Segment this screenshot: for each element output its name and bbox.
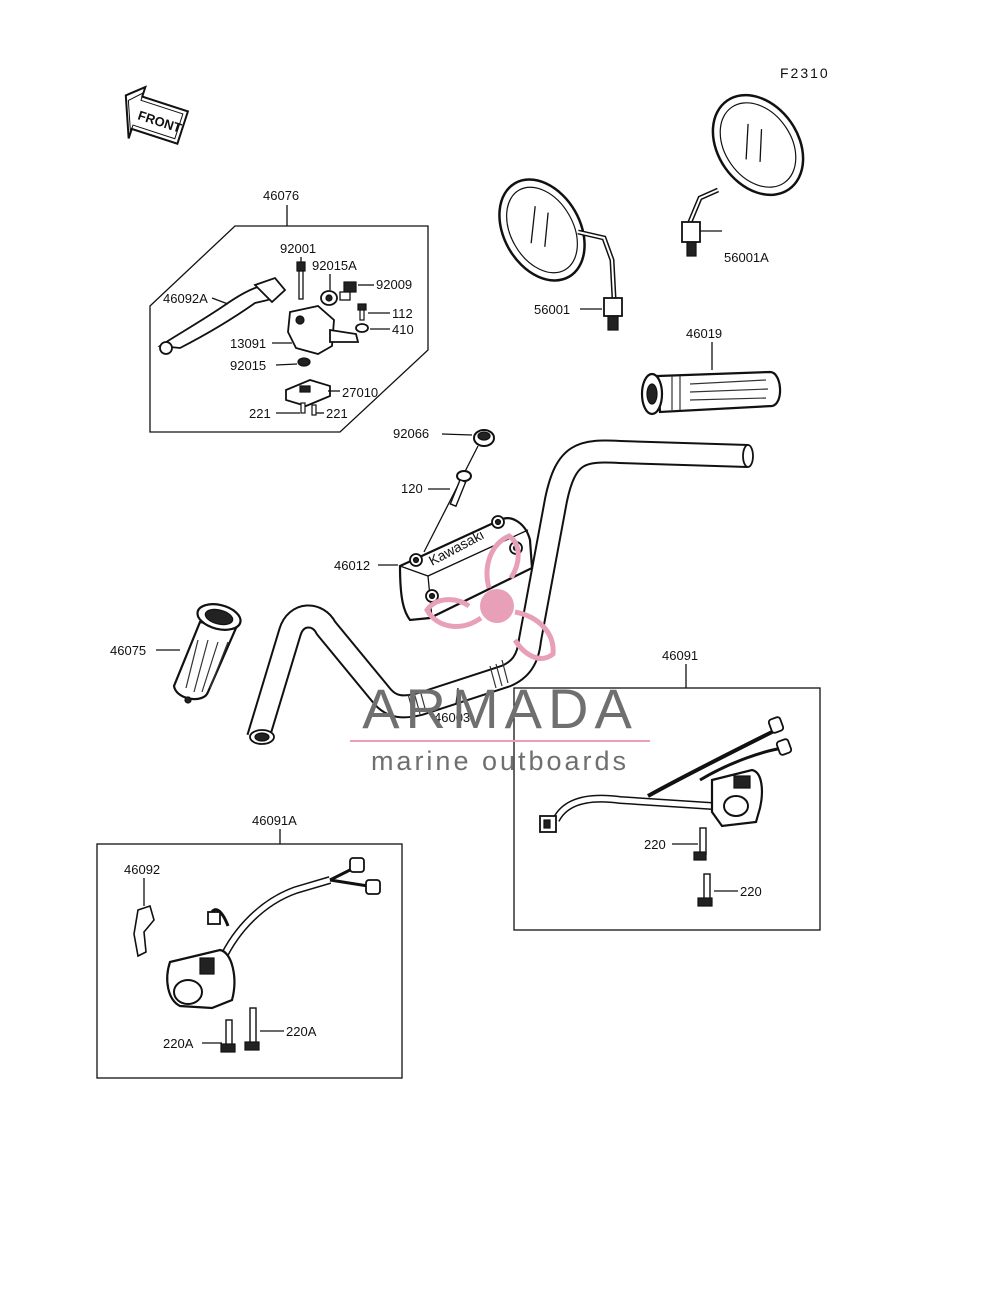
mirror-left-part [498, 178, 586, 282]
watermark-title: ARMADA [362, 677, 638, 740]
lever-switch-part [285, 379, 331, 407]
left-grip-group: 46075 [110, 603, 242, 704]
left-switch-box [96, 843, 403, 1079]
label-92066: 92066 [393, 426, 429, 441]
label-220A-left: 220A [163, 1036, 194, 1051]
label-46092A: 46092A [163, 291, 208, 306]
watermark-subtitle: marine outboards [371, 746, 629, 776]
label-56001: 56001 [534, 302, 570, 317]
right-switch-group: 46091 220 220 [513, 648, 821, 931]
label-92015: 92015 [230, 358, 266, 373]
label-46091: 46091 [662, 648, 698, 663]
right-grip-group: 46019 [640, 326, 782, 416]
label-221-left: 221 [249, 406, 271, 421]
label-13091: 13091 [230, 336, 266, 351]
figure-code: F2310 [780, 65, 830, 81]
armada-watermark: ARMADA marine outboards [350, 533, 650, 776]
label-46019: 46019 [686, 326, 722, 341]
lever-holder-part [287, 305, 335, 355]
label-92009: 92009 [376, 277, 412, 292]
label-112: 112 [392, 306, 413, 321]
left-grip-part [172, 620, 238, 701]
lever-assembly-group: 46076 92001 92015A [149, 188, 429, 433]
label-56001A: 56001A [724, 250, 769, 265]
label-221-right: 221 [326, 406, 348, 421]
right-grip-part [656, 370, 782, 414]
label-46076: 46076 [263, 188, 299, 203]
label-410: 410 [392, 322, 414, 337]
holder-bolt-group: 92066 120 [393, 426, 495, 553]
label-220A-right: 220A [286, 1024, 317, 1039]
label-120: 120 [401, 481, 423, 496]
watermark-logo [424, 533, 556, 661]
right-switch-box [513, 687, 821, 931]
front-arrow: FRONT [124, 85, 190, 145]
label-46091A: 46091A [252, 813, 297, 828]
label-46092: 46092 [124, 862, 160, 877]
label-46012: 46012 [334, 558, 370, 573]
lever-assembly-box [149, 225, 429, 433]
clutch-lever-part [157, 280, 278, 349]
label-92015A: 92015A [312, 258, 357, 273]
handlebar-group: 46003 [246, 439, 754, 745]
mirror-right-group: 56001A [681, 93, 805, 265]
label-46003: 46003 [434, 710, 470, 725]
label-27010: 27010 [342, 385, 378, 400]
label-46075: 46075 [110, 643, 146, 658]
mirror-left-group: 56001 [498, 178, 623, 331]
label-220-lower: 220 [740, 884, 762, 899]
left-switch-group: 46091A 46092 220A 220A [96, 813, 403, 1079]
label-220-upper: 220 [644, 837, 666, 852]
label-92001: 92001 [280, 241, 316, 256]
